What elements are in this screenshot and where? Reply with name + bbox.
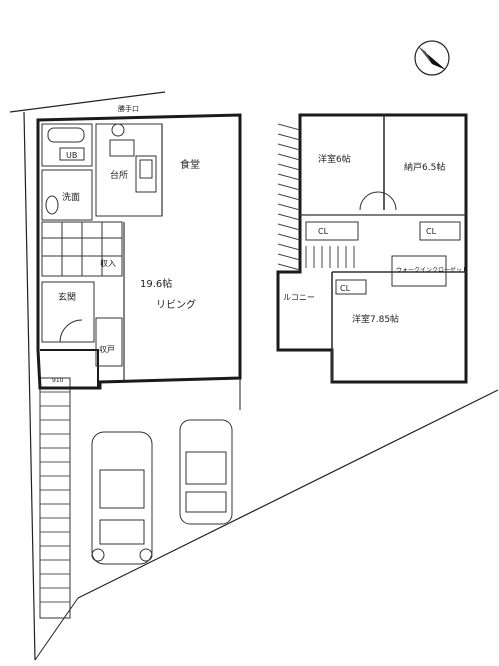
- hatch-line: [277, 193, 301, 201]
- hatch-line: [277, 163, 301, 171]
- hatch-line: [277, 213, 301, 221]
- entrance-label: 玄関: [58, 291, 76, 303]
- parking-car-right: [179, 419, 233, 525]
- hatch-line: [277, 143, 301, 151]
- hatch-line: [277, 263, 301, 271]
- hatch-line: [277, 173, 301, 181]
- closet-label-b: CL: [426, 227, 437, 236]
- storage-room-label: 納戸6.5帖: [404, 161, 445, 173]
- storage-ko-label: 収戸: [99, 344, 115, 354]
- dimension-label: 910: [52, 377, 64, 384]
- storage-in-label: 収入: [100, 258, 116, 268]
- katteguchi-label: 勝手口: [118, 104, 139, 113]
- hatch-line: [277, 183, 301, 191]
- bath-label: UB: [66, 151, 77, 160]
- living-area-label: 19.6帖: [140, 277, 172, 290]
- site-boundary: [9, 91, 499, 661]
- hatch-line: [277, 153, 301, 161]
- hatch-line: [277, 243, 301, 251]
- stairs-1f: [41, 221, 123, 277]
- first-floor: UB 洗面 台所 勝手口 食堂 収入 玄関 収戸: [36, 104, 242, 390]
- hatch-line: [277, 203, 301, 211]
- living-label: リビング: [156, 298, 196, 311]
- side-walkway: [39, 377, 71, 619]
- balcony-label: ルコニー: [283, 293, 315, 302]
- closet-label-a: CL: [318, 227, 329, 236]
- hatch-line: [277, 133, 301, 141]
- hatch-line: [277, 123, 301, 131]
- hatch-line: [277, 233, 301, 241]
- dining-label: 食堂: [180, 158, 200, 171]
- closet-label-c: CL: [340, 284, 351, 293]
- western-room-label: 洋室6帖: [318, 153, 351, 165]
- parking-car-left: [91, 431, 153, 565]
- bedroom-label: 洋室7.85帖: [352, 313, 399, 325]
- hatch-line: [277, 253, 301, 261]
- kitchen-label: 台所: [110, 169, 128, 181]
- north-arrow-icon: [414, 40, 450, 76]
- second-floor: 洋室6帖 納戸6.5帖 洋室7.85帖 ルコニー CL CL CL ウォークイン…: [276, 113, 468, 384]
- walk-in-label: ウォークインクローゼット: [396, 266, 468, 274]
- hatch-line: [277, 223, 301, 231]
- washroom-label: 洗面: [62, 191, 80, 203]
